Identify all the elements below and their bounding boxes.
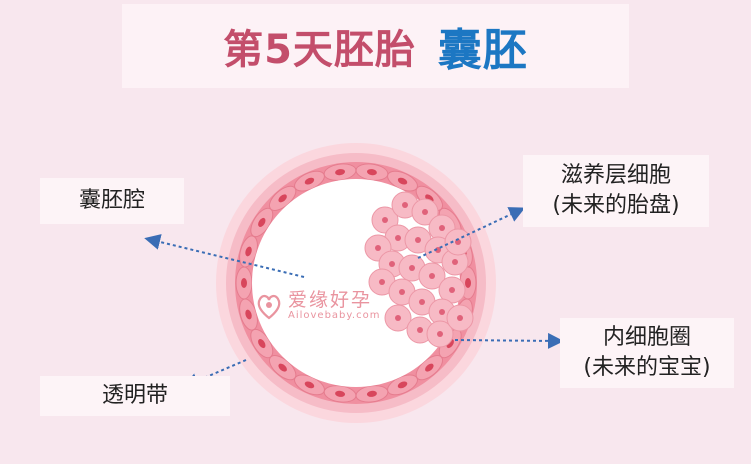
inner-cell-mass bbox=[364, 191, 474, 348]
label-blastocoel: 囊胚腔 bbox=[40, 178, 184, 224]
trophoblast-nucleus bbox=[335, 390, 346, 397]
label-trophoblast-line2: (未来的胎盘) bbox=[552, 193, 680, 218]
label-icm-line1: 内细胞圈 bbox=[602, 325, 691, 350]
trophoblast-nucleus bbox=[258, 217, 266, 227]
label-icm-line2: (未来的宝宝) bbox=[583, 355, 711, 380]
watermark-brand: 爱缘好孕 bbox=[288, 289, 373, 311]
inner-cell-nucleus bbox=[429, 273, 435, 279]
label-trophoblast-line1: 滋养层细胞 bbox=[560, 163, 671, 188]
label-zona: 透明带 bbox=[40, 376, 230, 416]
trophoblast-nucleus bbox=[245, 246, 252, 257]
inner-cell-nucleus bbox=[417, 327, 423, 333]
trophoblast-nucleus bbox=[465, 278, 471, 288]
inner-cell-nucleus bbox=[395, 235, 401, 241]
inner-cell-nucleus bbox=[399, 289, 405, 295]
title-banner: 第5天胚胎 囊胚 bbox=[122, 4, 629, 88]
inner-cell-nucleus bbox=[452, 259, 458, 265]
inner-cell-nucleus bbox=[419, 299, 425, 305]
watermark: 爱缘好孕 Ailovebaby.com bbox=[256, 290, 380, 321]
inner-cell-nucleus bbox=[409, 265, 415, 271]
trophoblast-nucleus bbox=[425, 363, 434, 372]
label-trophoblast: 滋养层细胞 (未来的胎盘) bbox=[523, 155, 709, 227]
label-blastocoel-text: 囊胚腔 bbox=[78, 188, 145, 213]
inner-cell-nucleus bbox=[449, 287, 455, 293]
inner-cell-nucleus bbox=[439, 225, 445, 231]
trophoblast-nucleus bbox=[397, 177, 408, 185]
watermark-url: Ailovebaby.com bbox=[288, 310, 381, 321]
trophoblast-nucleus bbox=[304, 177, 315, 185]
inner-cell-nucleus bbox=[422, 209, 428, 215]
inner-cell-nucleus bbox=[457, 315, 463, 321]
trophoblast-nucleus bbox=[304, 381, 315, 389]
title-main: 第5天胚胎 bbox=[223, 27, 416, 73]
inner-cell-nucleus bbox=[415, 237, 421, 243]
inner-cell-nucleus bbox=[439, 309, 445, 315]
heart-logo-icon bbox=[257, 294, 281, 319]
trophoblast-nucleus bbox=[245, 309, 252, 320]
inner-cell-nucleus bbox=[402, 202, 408, 208]
trophoblast-nucleus bbox=[258, 339, 266, 349]
icm-arrow bbox=[454, 332, 564, 349]
trophoblast-nucleus bbox=[397, 381, 408, 389]
inner-cell-nucleus bbox=[375, 245, 381, 251]
inner-cell-nucleus bbox=[389, 261, 395, 267]
inner-cell-nucleus bbox=[437, 331, 443, 337]
trophoblast-nucleus bbox=[366, 169, 377, 176]
label-zona-text: 透明带 bbox=[101, 383, 168, 408]
trophoblast-arrow bbox=[417, 207, 526, 259]
trophoblast-nucleus bbox=[278, 194, 287, 203]
trophoblast-nucleus bbox=[366, 390, 377, 397]
label-icm: 内细胞圈 (未来的宝宝) bbox=[560, 318, 734, 388]
trophoblast-nucleus bbox=[335, 169, 346, 176]
blastocoel-arrow bbox=[144, 234, 305, 278]
inner-cell-nucleus bbox=[379, 279, 385, 285]
inner-cell-nucleus bbox=[395, 315, 401, 321]
title-accent: 囊胚 bbox=[437, 25, 528, 76]
inner-cell-nucleus bbox=[382, 217, 388, 223]
trophoblast-nucleus bbox=[278, 363, 287, 372]
trophoblast-nucleus bbox=[241, 278, 247, 288]
